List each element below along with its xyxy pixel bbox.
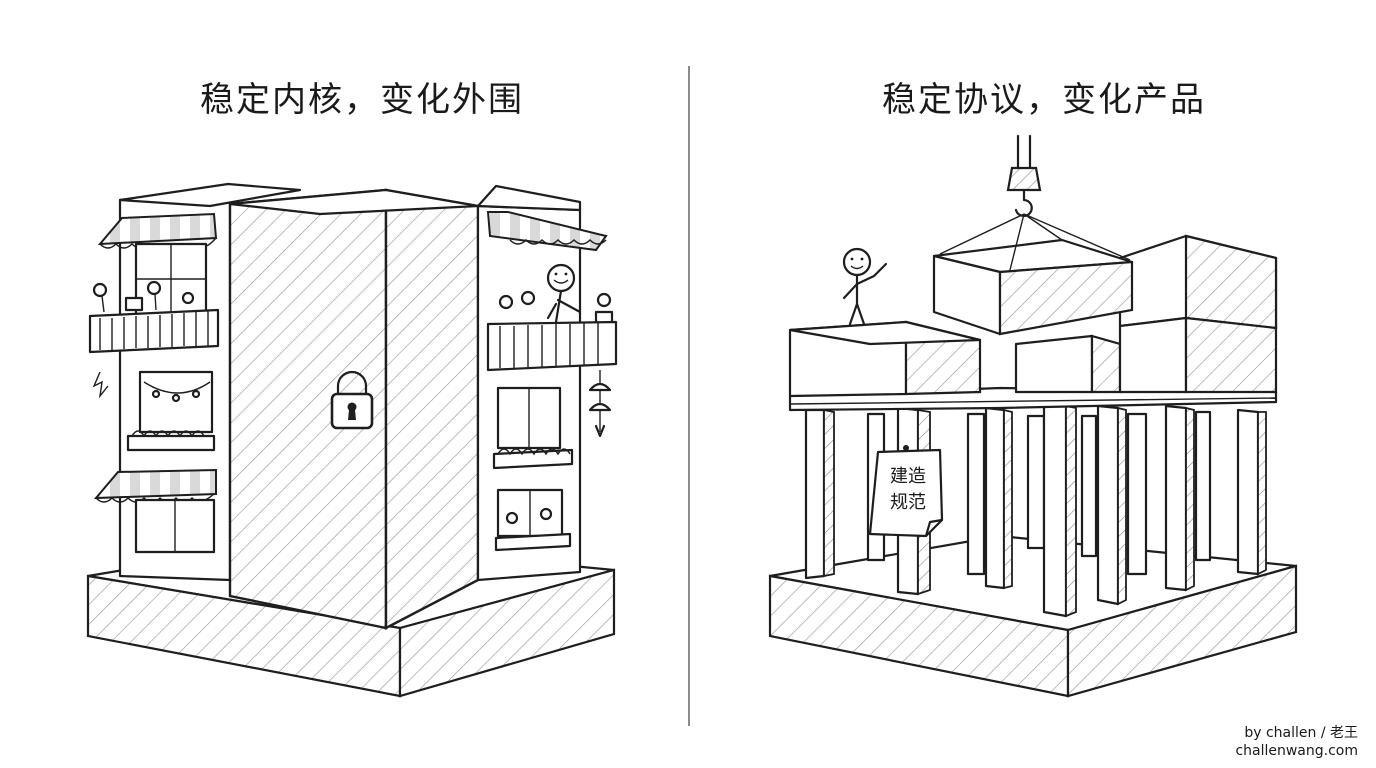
right-wing bbox=[476, 184, 618, 582]
signature-site: challenwang.com bbox=[1235, 743, 1358, 759]
padlock-icon bbox=[330, 370, 374, 430]
building-code-sign bbox=[868, 445, 944, 538]
right-panel-title: 稳定协议，变化产品 bbox=[882, 80, 1206, 120]
left-panel-title: 稳定内核，变化外围 bbox=[200, 80, 524, 120]
foundation-slab bbox=[768, 534, 1298, 698]
crane-hook-icon bbox=[939, 134, 1131, 271]
product-blocks bbox=[788, 234, 1278, 398]
stick-figure-waving bbox=[842, 247, 888, 326]
sign-line-2: 规范 bbox=[890, 492, 926, 513]
signature: by challen / 老王 challenwang.com bbox=[1235, 724, 1358, 760]
right-platform-structure bbox=[768, 134, 1298, 698]
sign-line-1: 建造 bbox=[890, 466, 926, 487]
panel-divider bbox=[688, 66, 690, 726]
left-wing bbox=[88, 182, 302, 582]
signature-author: by challen / 老王 bbox=[1244, 725, 1358, 741]
stable-core-tower bbox=[228, 188, 480, 630]
left-building bbox=[86, 182, 618, 698]
